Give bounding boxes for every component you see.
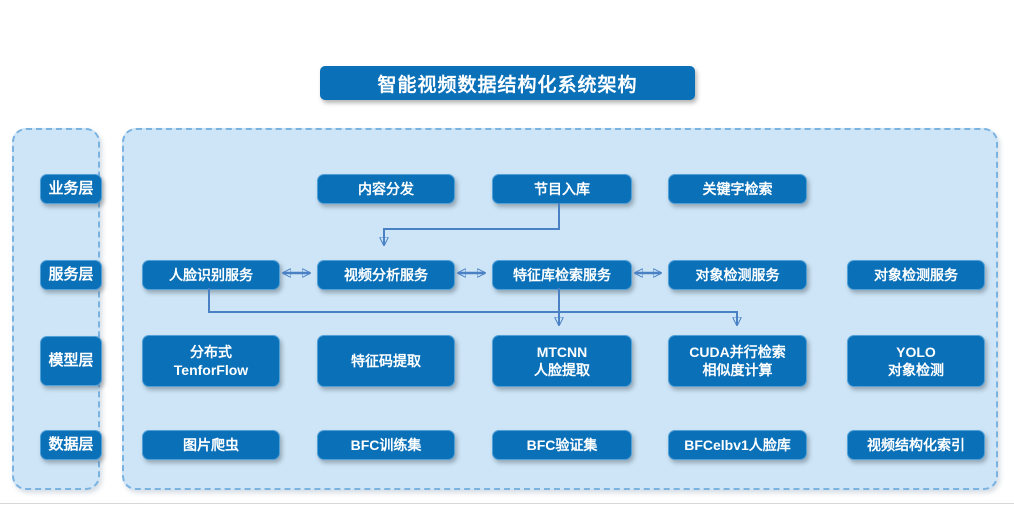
diagram-title: 智能视频数据结构化系统架构 xyxy=(320,66,695,100)
node-image-crawler: 图片爬虫 xyxy=(142,430,280,460)
node-distributed-tensorflow: 分布式 TenforFlow xyxy=(142,335,280,387)
node-yolo-object-detection: YOLO 对象检测 xyxy=(847,335,985,387)
node-object-detection-service-1: 对象检测服务 xyxy=(668,260,807,290)
node-content-distribution: 内容分发 xyxy=(317,174,455,204)
node-video-analysis-service: 视频分析服务 xyxy=(317,260,455,290)
node-cuda-parallel-similarity: CUDA并行检索 相似度计算 xyxy=(668,335,807,387)
layers-panel: 业务层 服务层 模型层 数据层 xyxy=(12,128,102,490)
layer-label-model: 模型层 xyxy=(40,336,102,386)
node-bfc-training-set: BFC训练集 xyxy=(317,430,455,460)
node-face-recognition-service: 人脸识别服务 xyxy=(142,260,280,290)
layer-label-data: 数据层 xyxy=(40,430,102,460)
architecture-panel: 内容分发 节目入库 关键字检索 人脸识别服务 视频分析服务 特征库检索服务 对象… xyxy=(122,128,998,490)
node-bfcelbv1-face-db: BFCelbv1人脸库 xyxy=(668,430,807,460)
node-video-structured-index: 视频结构化索引 xyxy=(847,430,985,460)
node-program-ingest: 节目入库 xyxy=(492,174,632,204)
node-bfc-validation-set: BFC验证集 xyxy=(492,430,632,460)
layer-label-service: 服务层 xyxy=(40,260,102,290)
node-feature-code-extraction: 特征码提取 xyxy=(317,335,455,387)
node-object-detection-service-2: 对象检测服务 xyxy=(847,260,985,290)
node-keyword-search: 关键字检索 xyxy=(668,174,807,204)
node-mtcnn-face-extraction: MTCNN 人脸提取 xyxy=(492,335,632,387)
layer-label-business: 业务层 xyxy=(40,174,102,204)
bottom-divider xyxy=(0,503,1014,504)
node-feature-db-search-service: 特征库检索服务 xyxy=(492,260,632,290)
